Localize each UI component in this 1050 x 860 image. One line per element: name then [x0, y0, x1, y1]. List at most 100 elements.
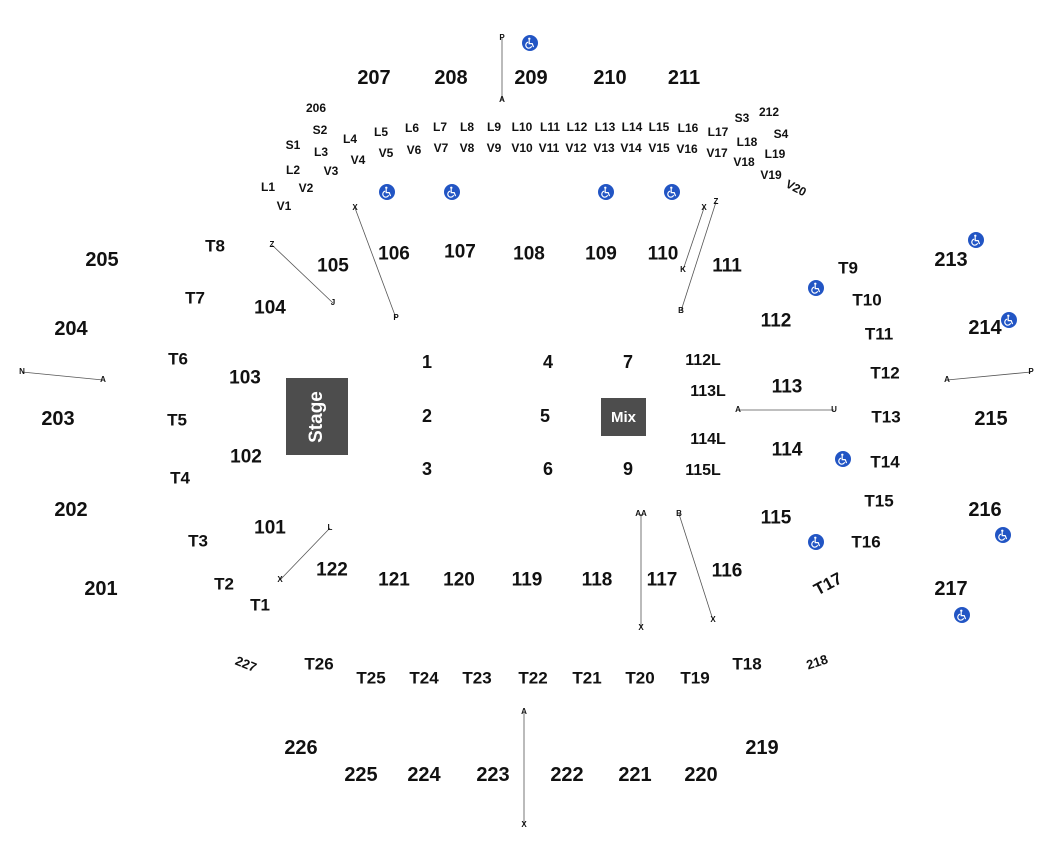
section-206[interactable]: 206	[305, 101, 327, 115]
section-205[interactable]: 205	[85, 249, 119, 271]
loge-L16[interactable]: L16	[677, 121, 699, 135]
loge-L3[interactable]: L3	[313, 145, 329, 159]
loge-V15[interactable]: V15	[648, 141, 670, 155]
section-113L[interactable]: 113L	[690, 383, 726, 400]
section-103[interactable]: 103	[229, 367, 261, 389]
section-T21[interactable]: T21	[572, 668, 602, 688]
section-T19[interactable]: T19	[680, 668, 710, 688]
loge-V11[interactable]: V11	[538, 141, 560, 155]
section-117[interactable]: 117	[646, 569, 678, 591]
loge-V10[interactable]: V10	[511, 141, 533, 155]
section-T2[interactable]: T2	[214, 574, 234, 594]
section-T10[interactable]: T10	[852, 290, 882, 310]
loge-V19[interactable]: V19	[760, 168, 782, 182]
section-108[interactable]: 108	[513, 243, 545, 265]
loge-L6[interactable]: L6	[404, 121, 420, 135]
section-107[interactable]: 107	[444, 241, 476, 263]
section-T7[interactable]: T7	[185, 288, 205, 308]
section-115[interactable]: 115	[760, 507, 792, 529]
loge-S4[interactable]: S4	[773, 127, 789, 141]
section-T11[interactable]: T11	[864, 324, 894, 344]
section-220[interactable]: 220	[684, 764, 718, 786]
section-214[interactable]: 214	[968, 317, 1002, 339]
section-T25[interactable]: T25	[356, 668, 386, 688]
section-111[interactable]: 111	[712, 255, 742, 277]
section-T22[interactable]: T22	[518, 668, 548, 688]
section-T26[interactable]: T26	[304, 654, 334, 674]
loge-S3[interactable]: S3	[734, 111, 750, 125]
section-223[interactable]: 223	[476, 764, 510, 786]
loge-L13[interactable]: L13	[594, 120, 616, 134]
section-T12[interactable]: T12	[870, 363, 900, 383]
section-T6[interactable]: T6	[168, 349, 188, 369]
floor-section-6[interactable]: 6	[542, 459, 554, 479]
section-110[interactable]: 110	[647, 243, 679, 265]
loge-V16[interactable]: V16	[676, 142, 698, 156]
section-T8[interactable]: T8	[205, 236, 225, 256]
section-122[interactable]: 122	[316, 559, 348, 581]
section-225[interactable]: 225	[344, 764, 378, 786]
section-116[interactable]: 116	[711, 560, 743, 582]
section-102[interactable]: 102	[230, 446, 262, 468]
section-T14[interactable]: T14	[870, 452, 900, 472]
loge-L1[interactable]: L1	[260, 180, 276, 194]
loge-S2[interactable]: S2	[312, 123, 328, 137]
loge-V9[interactable]: V9	[486, 141, 502, 155]
section-T16[interactable]: T16	[851, 532, 881, 552]
section-224[interactable]: 224	[407, 764, 441, 786]
loge-L10[interactable]: L10	[511, 120, 533, 134]
section-114L[interactable]: 114L	[690, 431, 726, 448]
loge-V3[interactable]: V3	[323, 164, 339, 178]
section-T13[interactable]: T13	[871, 407, 901, 427]
section-115L[interactable]: 115L	[685, 462, 721, 479]
section-118[interactable]: 118	[581, 569, 613, 591]
section-T18[interactable]: T18	[732, 654, 762, 674]
section-T9[interactable]: T9	[838, 258, 858, 278]
loge-V6[interactable]: V6	[406, 143, 422, 157]
loge-L9[interactable]: L9	[486, 120, 502, 134]
loge-L14[interactable]: L14	[621, 120, 643, 134]
section-222[interactable]: 222	[550, 764, 584, 786]
floor-section-7[interactable]: 7	[622, 352, 634, 372]
loge-V1[interactable]: V1	[276, 199, 292, 213]
section-T15[interactable]: T15	[864, 491, 894, 511]
section-217[interactable]: 217	[934, 578, 968, 600]
loge-L19[interactable]: L19	[764, 147, 786, 161]
section-113[interactable]: 113	[771, 376, 803, 398]
floor-section-5[interactable]: 5	[539, 406, 551, 426]
loge-L15[interactable]: L15	[648, 120, 670, 134]
section-209[interactable]: 209	[514, 67, 548, 89]
loge-V4[interactable]: V4	[350, 153, 366, 167]
section-T23[interactable]: T23	[462, 668, 492, 688]
loge-V17[interactable]: V17	[706, 146, 728, 160]
loge-V5[interactable]: V5	[378, 146, 394, 160]
loge-L18[interactable]: L18	[736, 135, 758, 149]
section-106[interactable]: 106	[378, 243, 410, 265]
floor-section-2[interactable]: 2	[421, 406, 433, 426]
loge-V14[interactable]: V14	[620, 141, 642, 155]
loge-L2[interactable]: L2	[285, 163, 301, 177]
section-119[interactable]: 119	[511, 569, 543, 591]
floor-section-9[interactable]: 9	[622, 459, 634, 479]
loge-L17[interactable]: L17	[707, 125, 729, 139]
floor-section-3[interactable]: 3	[421, 459, 433, 479]
loge-V7[interactable]: V7	[433, 141, 449, 155]
section-215[interactable]: 215	[974, 408, 1008, 430]
section-121[interactable]: 121	[378, 569, 410, 591]
section-203[interactable]: 203	[41, 408, 75, 430]
loge-V18[interactable]: V18	[733, 155, 755, 169]
loge-L7[interactable]: L7	[432, 120, 448, 134]
section-105[interactable]: 105	[317, 255, 349, 277]
loge-S1[interactable]: S1	[285, 138, 301, 152]
section-226[interactable]: 226	[284, 737, 318, 759]
section-213[interactable]: 213	[934, 249, 968, 271]
loge-V8[interactable]: V8	[459, 141, 475, 155]
section-112L[interactable]: 112L	[685, 352, 721, 369]
loge-L4[interactable]: L4	[342, 132, 358, 146]
section-114[interactable]: 114	[771, 439, 803, 461]
section-T20[interactable]: T20	[625, 668, 655, 688]
loge-L8[interactable]: L8	[459, 120, 475, 134]
section-216[interactable]: 216	[968, 499, 1002, 521]
section-207[interactable]: 207	[357, 67, 391, 89]
section-201[interactable]: 201	[84, 578, 118, 600]
